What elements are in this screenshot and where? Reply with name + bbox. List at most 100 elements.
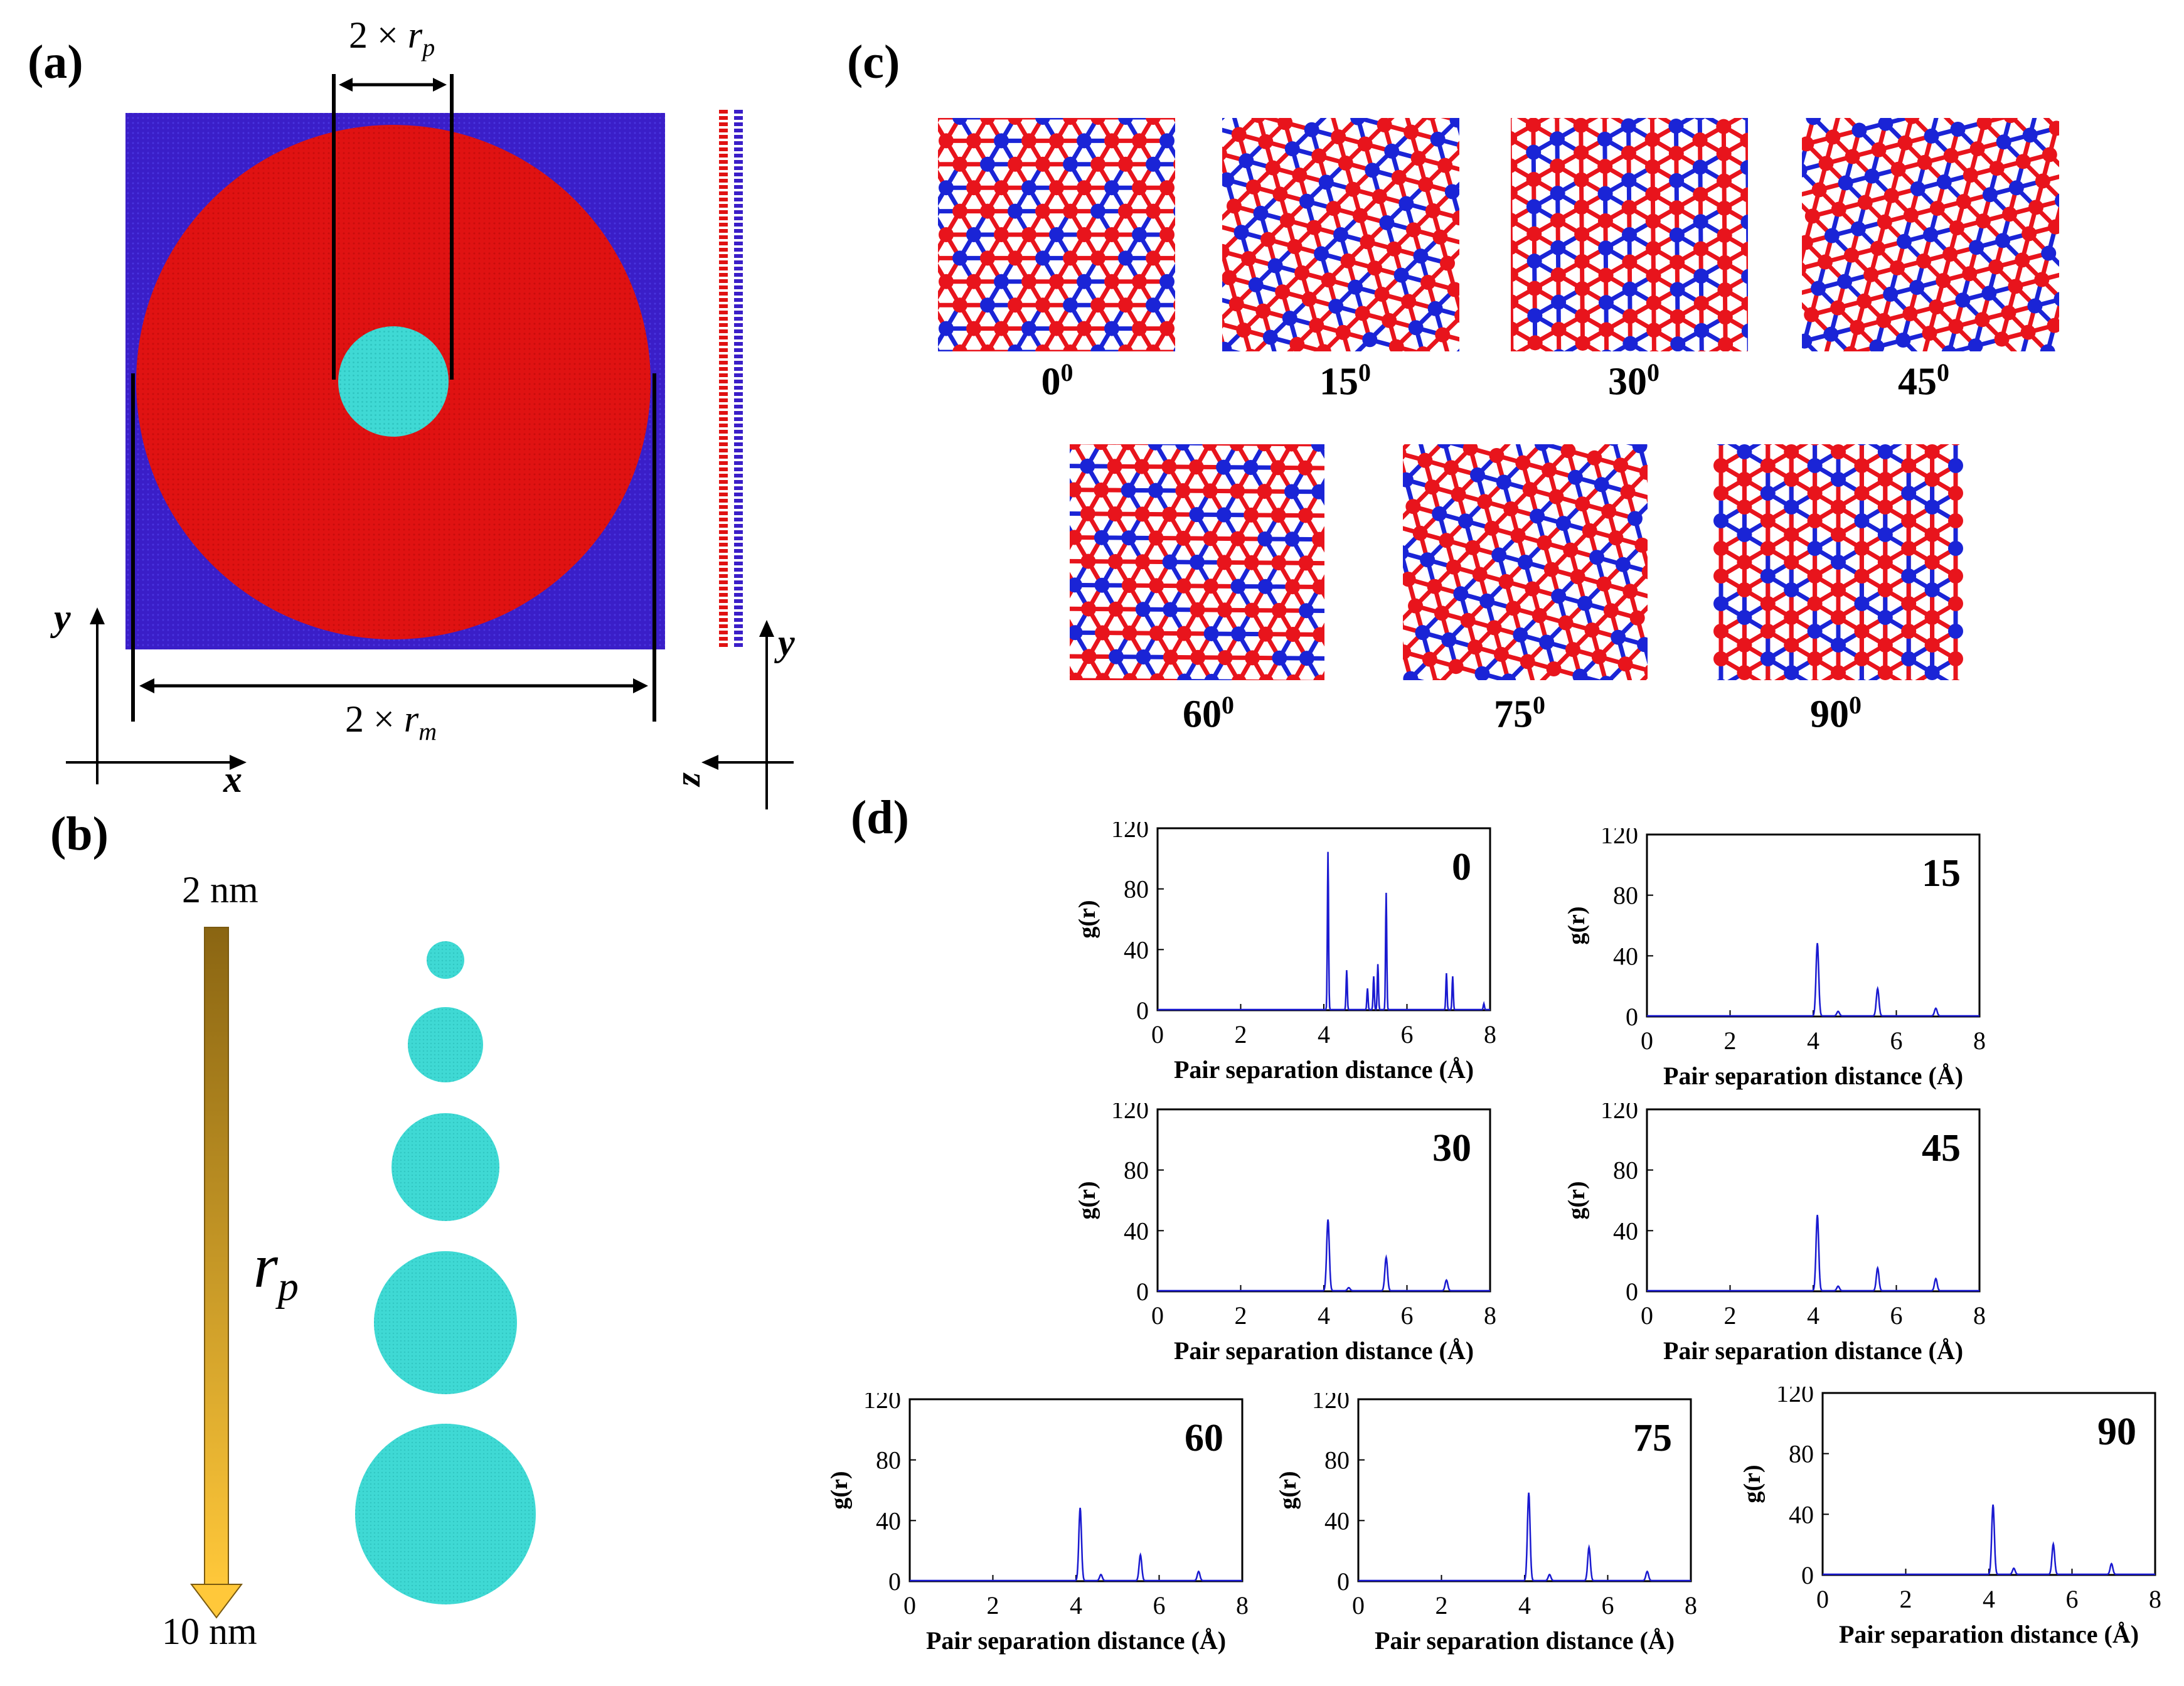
y-tick-label: 80 [1613, 882, 1638, 910]
x-tick-label: 0 [1151, 1301, 1164, 1330]
y-axis-label: g(r) [1074, 1181, 1100, 1219]
rdf-series-line [1647, 1215, 1979, 1292]
y-tick-label: 40 [1613, 942, 1638, 970]
x-tick-label: 0 [903, 1591, 916, 1619]
y-axis-label: g(r) [1563, 1181, 1590, 1219]
x-tick-label: 8 [1484, 1301, 1496, 1330]
size-label-top: 2 nm [182, 869, 258, 910]
y-tick-label: 40 [1324, 1507, 1350, 1535]
angle-label-60: 600 [1183, 691, 1234, 736]
pore-sphere-6nm [392, 1113, 499, 1221]
axis-label-y: y [54, 597, 71, 638]
lattice-image-45 [1802, 118, 2059, 351]
panel-a-schematic [66, 74, 794, 809]
x-tick-label: 8 [1236, 1591, 1249, 1619]
size-label-bottom: 10 nm [162, 1611, 257, 1652]
lattice-image-90 [1713, 444, 1963, 680]
angle-label-75: 750 [1494, 691, 1545, 736]
x-tick-label: 4 [1518, 1591, 1531, 1619]
y-tick-label: 40 [1124, 1217, 1149, 1245]
lattice-image-75 [1403, 444, 1648, 680]
y-tick-label: 0 [1626, 1278, 1638, 1306]
pore-sphere [338, 326, 449, 437]
pore-sphere-2nm [427, 941, 464, 979]
angle-label-90: 900 [1810, 691, 1862, 736]
chart-angle-title: 90 [2097, 1411, 2136, 1453]
x-tick-label: 4 [1807, 1027, 1819, 1055]
panel-label-c: (c) [847, 36, 900, 88]
y-axis-label: g(r) [826, 1471, 853, 1509]
size-arrow [189, 927, 243, 1619]
rdf-series-line [1823, 1504, 2155, 1576]
chart-angle-title: 45 [1922, 1127, 1961, 1170]
y-tick-label: 0 [1337, 1567, 1350, 1596]
rdf-series-line [1358, 1492, 1691, 1582]
side-view-strip [719, 110, 743, 649]
y-axis-label: g(r) [1275, 1471, 1301, 1509]
x-axis-label: Pair separation distance (Å) [1174, 1337, 1474, 1365]
panel-label-d: (d) [851, 791, 909, 844]
x-tick-label: 8 [1484, 1020, 1496, 1048]
x-tick-label: 0 [1641, 1027, 1653, 1055]
y-tick-label: 120 [1312, 1393, 1350, 1414]
chart-angle-title: 60 [1185, 1417, 1223, 1459]
x-tick-label: 8 [1685, 1591, 1697, 1619]
panel-label-b: (b) [50, 808, 109, 860]
x-tick-label: 8 [2149, 1585, 2161, 1613]
rp-symbol-label: rp [253, 1231, 299, 1310]
rdf-series-line [1647, 942, 1979, 1017]
rdf-series-line [1158, 851, 1490, 1011]
x-tick-label: 0 [1352, 1591, 1365, 1619]
pore-sphere-8nm [374, 1251, 517, 1394]
y-tick-label: 120 [863, 1393, 901, 1414]
x-tick-label: 2 [1436, 1591, 1448, 1619]
y-tick-label: 80 [1613, 1156, 1638, 1185]
chart-angle-title: 15 [1922, 852, 1961, 895]
y-tick-label: 120 [1111, 1103, 1149, 1124]
y-axis-label: g(r) [1563, 906, 1590, 944]
axis-label-y-side: y [778, 622, 795, 663]
rp-diameter-label: 2 × rp [349, 14, 435, 61]
y-tick-label: 80 [1324, 1446, 1350, 1475]
angle-label-15: 150 [1319, 358, 1371, 403]
y-tick-label: 120 [1601, 1103, 1638, 1124]
y-tick-label: 0 [1136, 996, 1149, 1025]
y-axis-label: g(r) [1739, 1465, 1766, 1503]
x-tick-label: 2 [1235, 1301, 1247, 1330]
x-axis-label: Pair separation distance (Å) [1375, 1626, 1675, 1655]
y-tick-label: 120 [1776, 1387, 1814, 1407]
lattice-image-0 [938, 118, 1175, 351]
y-tick-label: 0 [1801, 1561, 1814, 1589]
chart-angle-title: 75 [1633, 1417, 1672, 1459]
y-tick-label: 40 [1124, 936, 1149, 964]
y-tick-label: 120 [1111, 822, 1149, 843]
y-tick-label: 40 [1613, 1217, 1638, 1245]
y-tick-label: 80 [876, 1446, 901, 1475]
x-tick-label: 0 [1816, 1585, 1829, 1613]
axis-label-x: x [223, 759, 242, 800]
angle-label-30: 300 [1608, 358, 1659, 403]
x-tick-label: 6 [1890, 1301, 1903, 1330]
rdf-series-line [1158, 1219, 1490, 1292]
x-tick-label: 6 [1153, 1591, 1166, 1619]
y-tick-label: 120 [1601, 828, 1638, 849]
angle-label-0: 00 [1041, 358, 1073, 403]
y-tick-label: 0 [1136, 1278, 1149, 1306]
x-axis-label: Pair separation distance (Å) [1839, 1620, 2139, 1648]
x-axis-label: Pair separation distance (Å) [926, 1626, 1226, 1655]
plot-frame [1156, 827, 1491, 1011]
x-tick-label: 6 [1401, 1020, 1414, 1048]
lattice-image-15 [1222, 118, 1459, 351]
x-tick-label: 6 [1602, 1591, 1614, 1619]
x-tick-label: 2 [1724, 1301, 1737, 1330]
y-tick-label: 40 [1789, 1500, 1814, 1529]
y-axis-label: g(r) [1074, 900, 1100, 938]
x-tick-label: 8 [1973, 1301, 1986, 1330]
